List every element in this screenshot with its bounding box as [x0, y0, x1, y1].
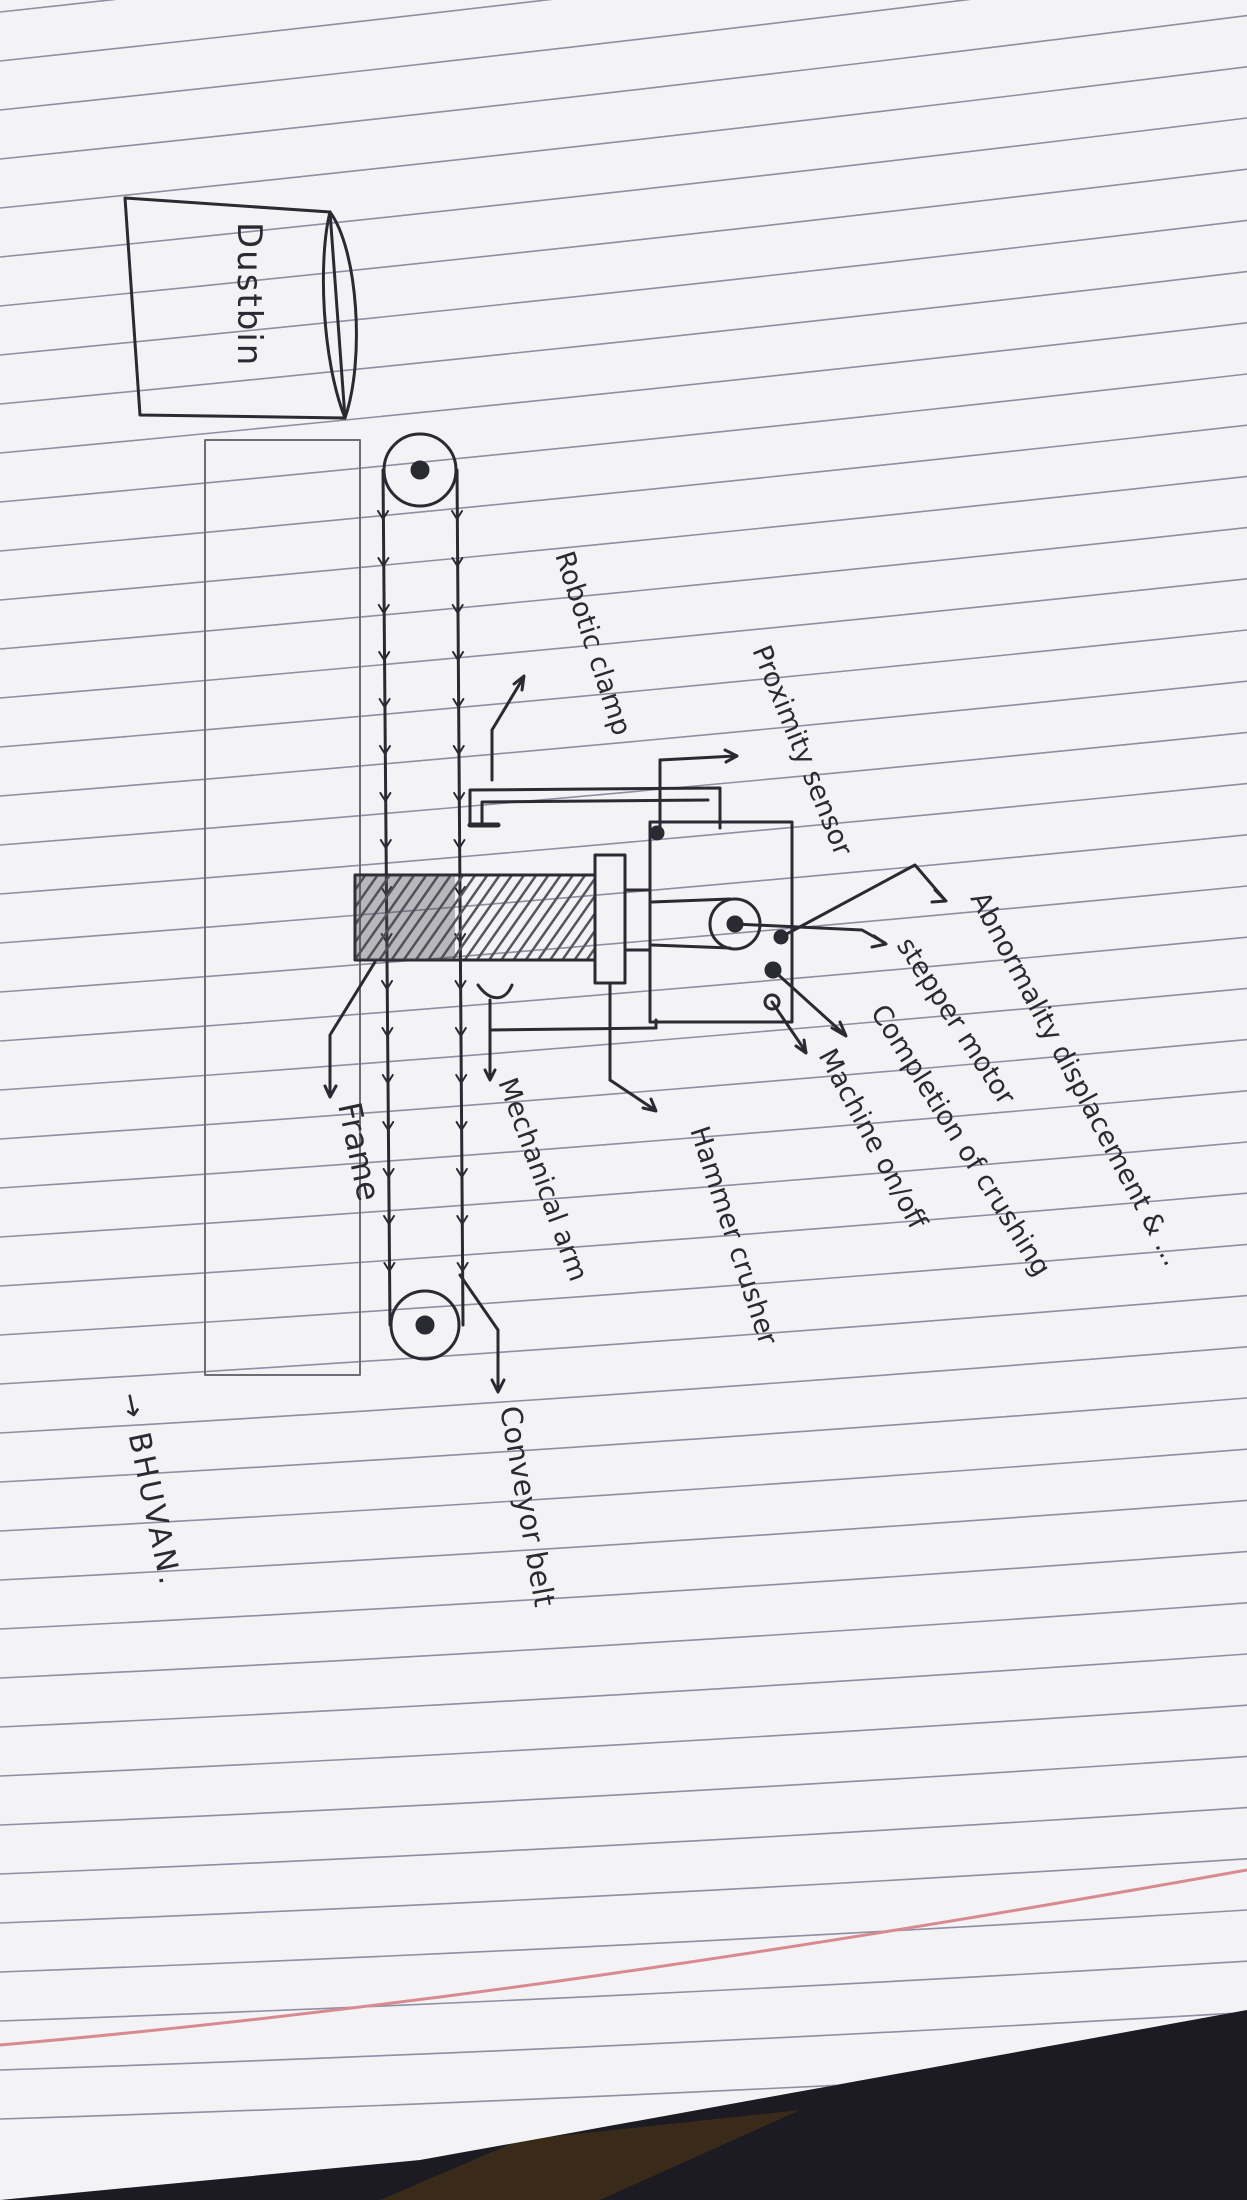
- label-dustbin: Dustbin: [229, 222, 269, 367]
